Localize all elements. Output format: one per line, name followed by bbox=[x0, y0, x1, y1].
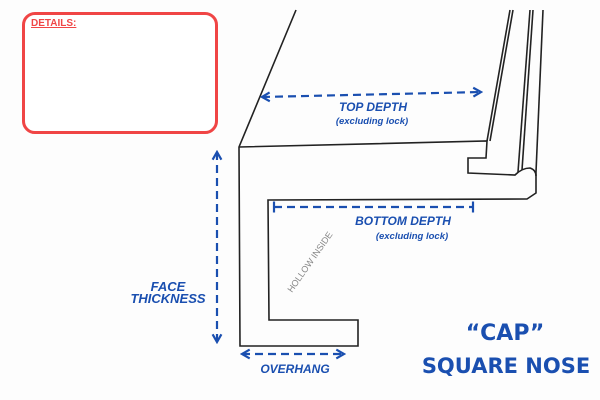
bottom-depth-note: (excluding lock) bbox=[376, 231, 448, 242]
top-depth-arrow bbox=[259, 86, 484, 103]
dimension-arrows bbox=[211, 86, 484, 360]
details-box: DETAILS: bbox=[22, 12, 218, 134]
title-line1: “CAP” bbox=[466, 321, 545, 346]
bottom-depth-label: BOTTOM DEPTH bbox=[355, 214, 451, 228]
hollow-inside-label: HOLLOW INSIDE bbox=[285, 230, 334, 294]
details-label: DETAILS: bbox=[31, 18, 77, 29]
face-label-line1: FACE bbox=[151, 279, 186, 294]
top-depth-label: TOP DEPTH bbox=[339, 100, 407, 114]
face-label-line2: THICKNESS bbox=[130, 291, 205, 306]
profile-outline bbox=[238, 9, 544, 347]
top-depth-note: (excluding lock) bbox=[336, 116, 408, 127]
title-line2: SQUARE NOSE bbox=[422, 354, 590, 378]
overhang-label: OVERHANG bbox=[260, 362, 329, 376]
